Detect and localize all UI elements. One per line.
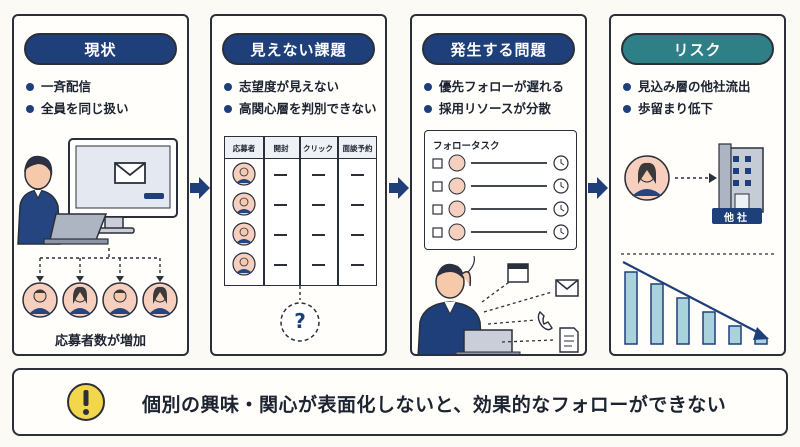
bullet-list: 見込み層の他社流出 歩留まり低下 (623, 76, 780, 120)
table-header-cell: 応募者 (232, 143, 256, 153)
right-arrow-icon (190, 177, 210, 199)
question-connector (280, 286, 320, 342)
document-icon (559, 327, 579, 353)
connector-lines (481, 279, 555, 343)
mail-icon (114, 162, 146, 184)
broadcast-illustration (17, 138, 178, 318)
bullet-list: 志望度が見えない 高関心層を判別できない (224, 76, 381, 120)
company-building-icon (718, 143, 764, 215)
task-list (432, 154, 569, 241)
candidate-avatar-icon (624, 155, 670, 201)
calendar-icon (507, 263, 529, 283)
panel-title: 現状 (24, 33, 177, 65)
company-label: 他社 (712, 208, 762, 224)
task-row (432, 223, 569, 241)
fanout-arrows (39, 248, 161, 278)
question-mark-icon: ? (294, 309, 306, 333)
bullet-item: 歩留まり低下 (623, 98, 780, 120)
task-title: フォロータスク (433, 141, 500, 152)
bullet-list: 優先フォローが遅れる 採用リソースが分散 (424, 76, 581, 120)
right-arrow-icon (588, 177, 608, 199)
laptop-icon (43, 213, 109, 245)
stressed-worker-illustration (417, 255, 579, 354)
conclusion-text: 個別の興味・関心が表面化しないと、効果的なフォローができない (142, 394, 727, 416)
panel-resulting-problem: 発生する問題 優先フォローが遅れる 採用リソースが分散 フォロータスク (410, 14, 587, 356)
caption: 応募者数が増加 (54, 334, 146, 349)
panel-current-state: 現状 一斉配信 全員を同じ扱い (12, 14, 189, 356)
bullet-list: 一斉配信 全員を同じ扱い (26, 76, 183, 120)
panel-title: 見えない課題 (222, 33, 375, 65)
phone-icon (537, 310, 553, 331)
bullet-item: 志望度が見えない (224, 76, 381, 98)
bullet-item: 高関心層を判別できない (224, 98, 381, 120)
follow-task-card: フォロータスク (424, 130, 577, 250)
panel-risk: リスク 見込み層の他社流出 歩留まり低下 他社 (609, 14, 786, 356)
task-row (432, 154, 569, 172)
mail-icon (555, 279, 579, 297)
warning-icon (67, 383, 105, 421)
bullet-item: 優先フォローが遅れる (424, 76, 581, 98)
bullet-item: 見込み層の他社流出 (623, 76, 780, 98)
applicant-avatars (22, 282, 178, 318)
table-header-cell: 開封 (273, 143, 289, 153)
laptop-icon (455, 329, 521, 354)
task-row (432, 200, 569, 218)
table-header-cell: クリック (303, 143, 333, 153)
conclusion-bar: 個別の興味・関心が表面化しないと、効果的なフォローができない (12, 368, 788, 436)
right-arrow-icon (389, 177, 409, 199)
operator-person-icon (17, 155, 61, 245)
risk-illustration (621, 143, 777, 345)
task-row (432, 177, 569, 195)
panel-hidden-issue: 見えない課題 志望度が見えない 高関心層を判別できない 応募者 開封 クリック … (210, 14, 387, 356)
panel-title: リスク (621, 33, 774, 65)
applicant-table: 応募者 開封 クリック 面談予約 (224, 136, 377, 286)
bullet-item: 採用リソースが分散 (424, 98, 581, 120)
table-header-cell: 面談予約 (342, 143, 373, 153)
table-avatars (232, 162, 256, 276)
panel-title: 発生する問題 (422, 33, 575, 65)
bullet-item: 全員を同じ扱い (26, 98, 183, 120)
declining-bar-chart-icon (624, 271, 768, 345)
bullet-item: 一斉配信 (26, 76, 183, 98)
